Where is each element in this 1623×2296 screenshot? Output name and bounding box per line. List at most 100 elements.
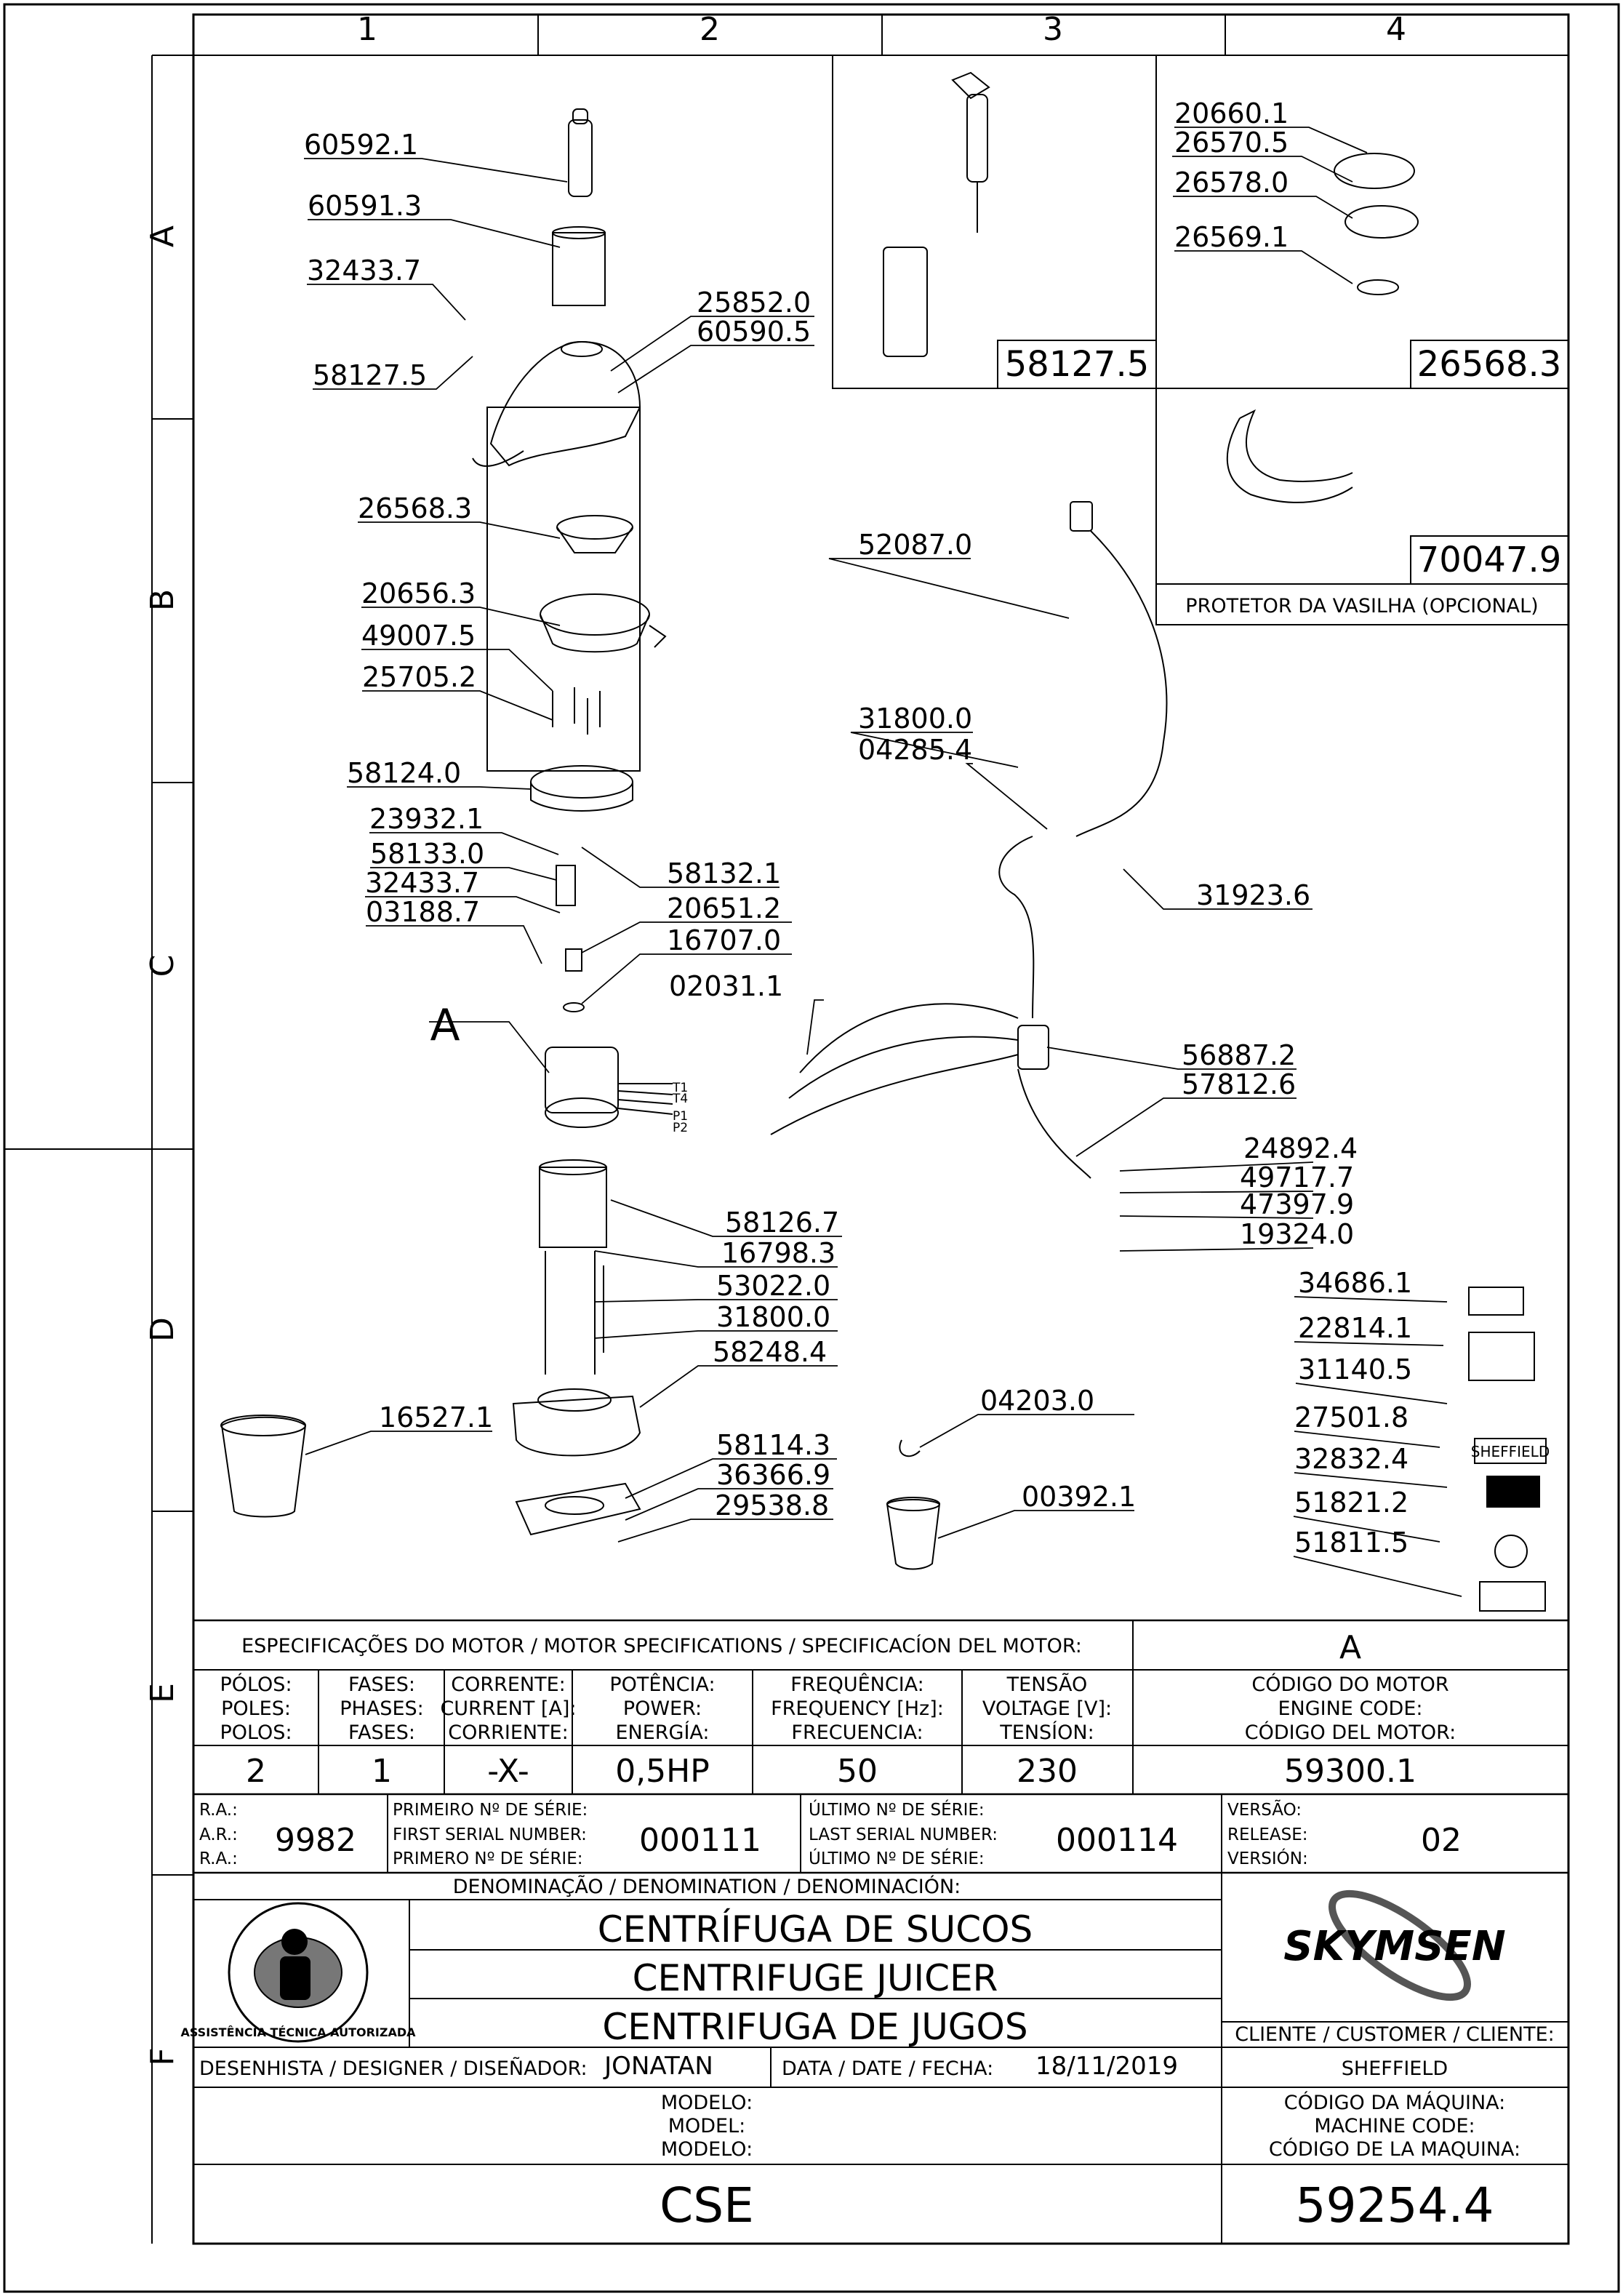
part-58124-0: 58124.0 (347, 757, 461, 789)
brand-logo: SKYMSEN (1283, 1889, 1506, 2001)
wire-label-t1: T1 (672, 1081, 688, 1095)
spec-current-l3: CORRIENTE: (448, 1721, 569, 1744)
detail-box-code-70047-9: 70047.9 (1417, 540, 1562, 580)
grid-row-b: B (144, 589, 181, 611)
detail-marker-a: A (430, 1000, 460, 1051)
ra-label-1: R.A.: (199, 1801, 238, 1820)
part-34686-1: 34686.1 (1298, 1267, 1412, 1299)
part-00392-1: 00392.1 (1022, 1481, 1136, 1513)
part-52087-0: 52087.0 (858, 529, 972, 561)
version-label-1: VERSÃO: (1227, 1799, 1302, 1820)
product-name-pt: CENTRÍFUGA DE SUCOS (598, 1908, 1033, 1951)
part-26578-0: 26578.0 (1174, 167, 1289, 199)
part-20660-1: 20660.1 (1174, 97, 1289, 129)
part-58126-7: 58126.7 (725, 1207, 839, 1239)
spec-phases-l1: FASES: (348, 1673, 415, 1696)
spec-frequency-value: 50 (837, 1753, 878, 1790)
last-serial-value: 000114 (1056, 1822, 1178, 1859)
spec-poles-value: 2 (246, 1753, 266, 1790)
part-16527-1: 16527.1 (379, 1401, 493, 1433)
grid-column-3: 3 (1043, 11, 1063, 48)
grid-column-1: 1 (357, 11, 377, 48)
part-56887-2: 56887.2 (1182, 1039, 1296, 1071)
sticker-brand-label: SHEFFIELD (1471, 1443, 1550, 1460)
part-19324-0: 19324.0 (1240, 1218, 1354, 1250)
spec-phases-value: 1 (372, 1753, 392, 1790)
part-04203-0: 04203.0 (980, 1385, 1094, 1417)
first-serial-value: 000111 (639, 1822, 761, 1859)
part-47397-9: 47397.9 (1240, 1188, 1354, 1220)
machine-code-label-3: CÓDIGO DE LA MAQUINA: (1269, 2137, 1520, 2161)
part-36366-9: 36366.9 (716, 1459, 830, 1491)
motor-specs-detail-ref: A (1339, 1629, 1361, 1666)
spec-frequency-l2: FREQUENCY [Hz]: (771, 1697, 944, 1720)
detail-box-code-58127-5: 58127.5 (1005, 344, 1150, 385)
part-22814-1: 22814.1 (1298, 1312, 1412, 1344)
spec-power-l1: POTÊNCIA: (609, 1673, 715, 1696)
part-31800-0-b: 31800.0 (858, 703, 972, 735)
part-31800-0-a: 31800.0 (716, 1301, 830, 1333)
part-58132-1: 58132.1 (667, 857, 781, 889)
part-60592-1: 60592.1 (304, 129, 418, 161)
part-32832-4: 32832.4 (1294, 1443, 1408, 1475)
grid-row-d: D (144, 1317, 181, 1342)
part-49717-7: 49717.7 (1240, 1161, 1354, 1193)
spec-phases-l3: FASES: (348, 1721, 415, 1744)
part-51811-5: 51811.5 (1294, 1527, 1408, 1559)
model-value: CSE (660, 2177, 754, 2233)
date-value: 18/11/2019 (1035, 2052, 1178, 2081)
last-serial-label-3: ÚLTIMO Nº DE SÉRIE: (809, 1848, 985, 1868)
part-03188-7: 03188.7 (366, 896, 480, 928)
ra-label-3: R.A.: (199, 1849, 238, 1868)
version-value: 02 (1421, 1822, 1462, 1859)
spec-current-l2: CURRENT [A]: (440, 1697, 576, 1720)
spec-voltage-l2: VOLTAGE [V]: (982, 1697, 1112, 1720)
spec-frequency-l1: FREQUÊNCIA: (790, 1673, 924, 1696)
guard-caption: PROTETOR DA VASILHA (OPCIONAL) (1185, 595, 1538, 617)
product-name-en: CENTRIFUGE JUICER (633, 1957, 998, 1999)
spec-voltage-value: 230 (1017, 1753, 1078, 1790)
spec-frequency-l3: FRECUENCIA: (791, 1721, 923, 1744)
spec-engine-code-l1: CÓDIGO DO MOTOR (1251, 1673, 1448, 1696)
last-serial-label-2: LAST SERIAL NUMBER: (809, 1825, 998, 1844)
wire-label-p2: P2 (673, 1121, 688, 1135)
machine-code-value: 59254.4 (1296, 2177, 1494, 2233)
part-20651-2: 20651.2 (667, 892, 781, 924)
part-32433-7-a: 32433.7 (307, 255, 421, 287)
part-31923-6: 31923.6 (1196, 879, 1310, 911)
spec-engine-code-l3: CÓDIGO DEL MOTOR: (1245, 1721, 1456, 1744)
grid-row-f: F (144, 2047, 181, 2065)
part-02031-1: 02031.1 (669, 970, 783, 1002)
part-24892-4: 24892.4 (1243, 1132, 1358, 1164)
designer-value: JONATAN (603, 2052, 713, 2081)
ra-value: 9982 (275, 1822, 356, 1859)
spec-current-l1: CORRENTE: (451, 1673, 566, 1696)
part-27501-8: 27501.8 (1294, 1401, 1408, 1433)
part-60590-5: 60590.5 (697, 316, 811, 348)
date-label: DATA / DATE / FECHA: (782, 2057, 993, 2080)
part-58114-3: 58114.3 (716, 1429, 830, 1461)
brand-name: SKYMSEN (1283, 1923, 1505, 1970)
part-53022-0: 53022.0 (716, 1270, 830, 1302)
grid-column-2: 2 (700, 11, 720, 48)
version-label-2: RELEASE: (1227, 1825, 1307, 1844)
part-58127-5-a: 58127.5 (313, 359, 427, 391)
spec-engine-code-l2: ENGINE CODE: (1278, 1697, 1422, 1720)
part-26570-5: 26570.5 (1174, 127, 1289, 159)
first-serial-label-2: FIRST SERIAL NUMBER: (393, 1825, 587, 1844)
model-label-1: MODELO: (661, 2092, 753, 2114)
part-60591-3: 60591.3 (308, 190, 422, 222)
part-16798-3: 16798.3 (721, 1237, 835, 1269)
grid-row-e: E (144, 1683, 181, 1703)
part-26568-3-a: 26568.3 (358, 492, 472, 524)
spec-power-l3: ENERGÍA: (615, 1721, 709, 1744)
version-label-3: VERSIÓN: (1227, 1848, 1308, 1868)
part-25852-0: 25852.0 (697, 287, 811, 319)
spec-power-value: 0,5HP (615, 1753, 710, 1790)
part-29538-8: 29538.8 (715, 1489, 829, 1521)
spec-voltage-l1: TENSÃO (1006, 1673, 1088, 1696)
part-16707-0: 16707.0 (667, 924, 781, 956)
model-label-2: MODEL: (668, 2115, 746, 2137)
spec-phases-l2: PHASES: (340, 1697, 424, 1720)
part-49007-5: 49007.5 (361, 620, 476, 652)
